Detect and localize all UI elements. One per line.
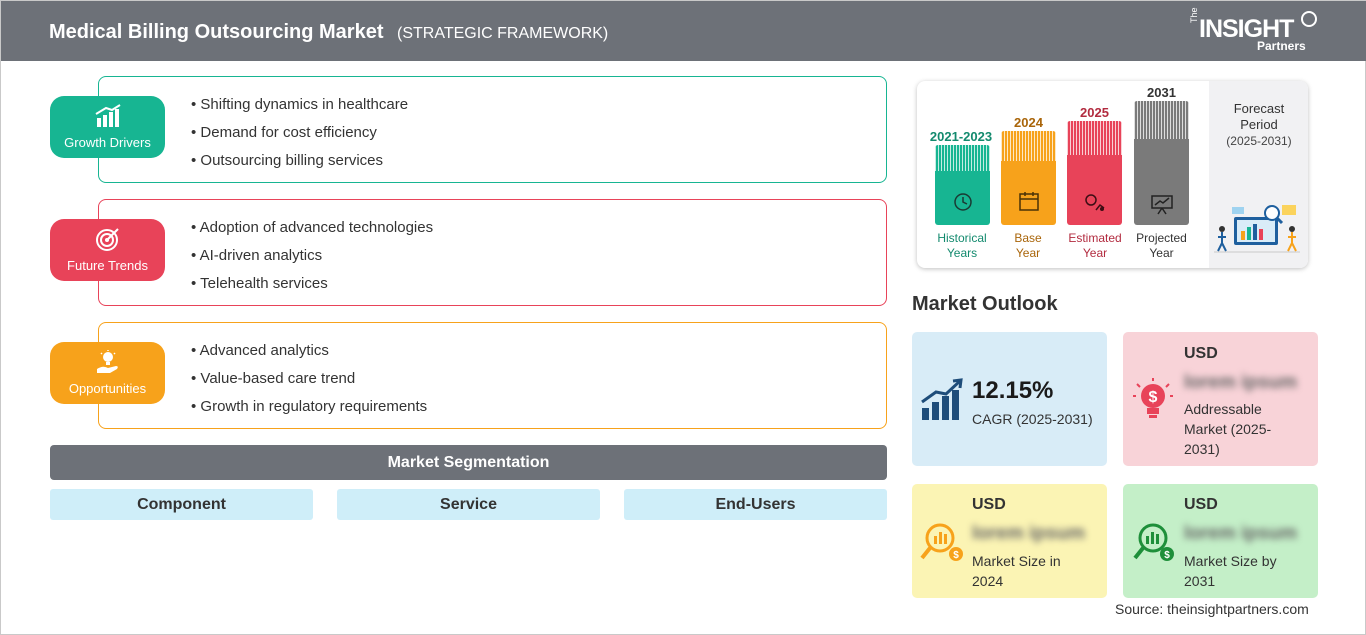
page-title: Medical Billing Outsourcing Market [49,21,384,43]
logo-insight-text: INSIGHT [1199,15,1294,43]
list-item: Value-based care trend [191,371,427,399]
forecast-period-title: Forecast Period [1219,101,1299,133]
logo-partners-text: Partners [1257,39,1306,53]
growth-drivers-box: Shifting dynamics in healthcare Demand f… [98,76,887,183]
addressable-currency: USD [1184,345,1218,362]
list-item: AI-driven analytics [191,248,433,276]
timeline-year-projected: 2031 [1147,85,1176,100]
timeline-bar-historical [935,145,990,225]
market-size-2024-card: $ USD lorem ipsum Market Size in 2024 [912,484,1107,598]
segment-service[interactable]: Service [337,489,600,520]
addressable-value: lorem ipsum [1184,372,1297,393]
label-line: 2024 [972,573,1004,589]
label-line: Years [946,246,978,260]
market-size-2031-card: $ USD lorem ipsum Market Size by 2031 [1123,484,1318,598]
opportunities-list: Advanced analytics Value-based care tren… [191,343,428,427]
timeline-year-estimated: 2025 [1080,105,1109,120]
growth-chart-icon [921,378,963,420]
header-bar: Medical Billing Outsourcing Market (STRA… [1,1,1366,61]
label-line: Market Size in [972,553,1061,569]
opportunities-badge: Opportunities [50,342,165,404]
timeline-bar-base [1001,131,1056,225]
timeline-label-estimated: Estimated Year [1061,231,1129,261]
market-segmentation-header: Market Segmentation [50,445,887,480]
future-trends-list: Adoption of advanced technologies AI-dri… [191,220,434,304]
label-line: Historical [937,231,987,245]
label-line: 2031) [1184,441,1220,457]
segment-end-users[interactable]: End-Users [624,489,887,520]
insight-partners-logo[interactable]: The INSIGHT Partners [1189,7,1319,55]
cagr-label: CAGR (2025-2031) [972,411,1093,427]
growth-drivers-label: Growth Drivers [64,135,151,150]
label-line: Year [1082,246,1108,260]
addressable-market-card: $ USD lorem ipsum Addressable Market (20… [1123,332,1318,466]
list-item: Telehealth services [191,276,433,304]
svg-text:$: $ [953,550,959,561]
lightbulb-dollar-icon: $ [1133,378,1173,418]
growth-drivers-list: Shifting dynamics in healthcare Demand f… [191,97,408,181]
future-trends-badge: Future Trends [50,219,165,281]
timeline-bar-projected [1134,101,1189,225]
presentation-icon [1151,195,1173,215]
list-item: Advanced analytics [191,343,427,371]
timeline-year-base: 2024 [1014,115,1043,130]
cagr-value: 12.15% [972,377,1054,404]
list-item: Shifting dynamics in healthcare [191,97,408,125]
future-trends-box: Adoption of advanced technologies AI-dri… [98,199,887,306]
logo-ring-icon [1301,11,1317,27]
growth-drivers-badge: Growth Drivers [50,96,165,158]
size-2024-currency: USD [972,496,1006,513]
label-line: Year [1149,246,1174,260]
label-line: Market Size by [1184,553,1277,569]
hand-lightbulb-icon [97,350,118,373]
size-2031-currency: USD [1184,496,1218,513]
list-item: Adoption of advanced technologies [191,220,434,248]
label-line: Addressable [1184,401,1262,417]
timeline-bar-estimated [1067,121,1122,225]
source-citation: Source: theinsightpartners.com [1115,601,1309,617]
segment-component[interactable]: Component [50,489,313,520]
magnifier-chart-dollar-icon: $ [1133,523,1174,561]
timeline-label-projected: Projected Year [1129,231,1194,261]
calendar-icon [1019,192,1039,211]
size-2031-value: lorem ipsum [1184,523,1297,544]
opportunities-box: Advanced analytics Value-based care tren… [98,322,887,429]
forecast-period-range: (2025-2031) [1226,134,1292,148]
analytics-people-illustration-icon [1214,205,1300,253]
history-clock-icon [954,193,972,211]
opportunities-label: Opportunities [68,381,147,396]
timeline-label-base: Base Year [997,231,1059,261]
target-icon [96,228,119,251]
label-line: Projected [1136,231,1187,245]
label-line: Market (2025- [1184,421,1272,437]
forecast-title-line: Forecast [1233,101,1285,116]
market-outlook-title: Market Outlook [912,293,1058,315]
size-2024-label: Market Size in 2024 [972,551,1061,591]
label-line: Estimated [1068,231,1122,245]
forecast-title-line: Period [1240,117,1278,132]
addressable-label: Addressable Market (2025- 2031) [1184,399,1271,459]
size-2024-value: lorem ipsum [972,523,1085,544]
cagr-card: 12.15% CAGR (2025-2031) [912,332,1107,466]
list-item: Demand for cost efficiency [191,125,408,153]
svg-text:$: $ [1149,389,1158,406]
list-item: Growth in regulatory requirements [191,399,427,427]
page-subtitle: (STRATEGIC FRAMEWORK) [397,25,609,42]
label-line: Base [1014,231,1042,245]
timeline-year-historical: 2021-2023 [929,129,993,144]
label-line: 2031 [1184,573,1216,589]
gear-chart-icon [1085,194,1105,211]
size-2031-label: Market Size by 2031 [1184,551,1277,591]
timeline-label-historical: Historical Years [927,231,997,261]
label-line: Year [1015,246,1041,260]
svg-text:$: $ [1164,550,1170,561]
list-item: Outsourcing billing services [191,153,408,181]
bar-chart-growth-icon [95,104,121,127]
future-trends-label: Future Trends [67,258,148,273]
magnifier-dollar-icon: $ [920,523,963,561]
logo-the-text: The [1189,7,1199,23]
